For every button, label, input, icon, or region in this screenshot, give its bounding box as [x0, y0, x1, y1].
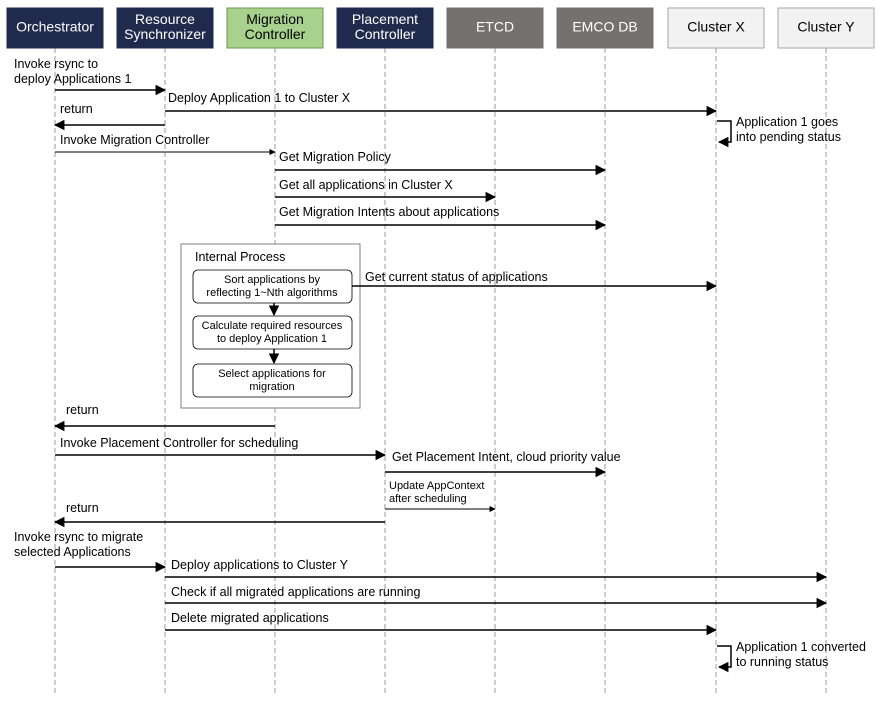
actor-box-emcodb [556, 7, 654, 49]
msg-delete-migrated: Delete migrated applications [165, 611, 718, 636]
internal-step-text: Calculate required resources [202, 320, 343, 332]
internal-step-text: migration [249, 381, 294, 393]
actor-box-rsync [116, 7, 214, 49]
message-label: Check if all migrated applications are r… [171, 585, 420, 599]
internal-process-title: Internal Process [195, 250, 285, 264]
message-label: Get current status of applications [365, 270, 548, 284]
message-label: Update AppContext [389, 480, 484, 492]
message-label: Deploy Application 1 to Cluster X [168, 91, 351, 105]
message-label: Delete migrated applications [171, 611, 329, 625]
message-label: Invoke Placement Controller for scheduli… [60, 436, 298, 450]
msg-invoke-placement: Invoke Placement Controller for scheduli… [55, 436, 387, 461]
message-label: Get Migration Intents about applications [279, 205, 499, 219]
actor-label-placement: Controller [355, 26, 416, 42]
message-label: selected Applications [14, 545, 131, 559]
actor-box-orchestrator [6, 7, 104, 49]
actor-label-migration: Migration [246, 11, 304, 27]
msg-deploy-app1-clusterx: Deploy Application 1 to Cluster X [165, 91, 718, 117]
actor-box-migration [226, 7, 324, 49]
message-label: Get Migration Policy [279, 150, 392, 164]
message-label: return [60, 102, 93, 116]
actor-orchestrator: Orchestrator [6, 7, 104, 49]
actor-label-placement: Placement [352, 11, 418, 27]
actor-etcd: ETCD [446, 7, 544, 49]
internal-step-text: reflecting 1~Nth algorithms [206, 287, 338, 299]
actor-label-rsync: Synchronizer [124, 26, 206, 42]
actor-label-clustery: Cluster Y [797, 19, 855, 35]
message-label: into pending status [736, 130, 841, 144]
actor-box-clusterx [667, 7, 765, 49]
actor-label-rsync: Resource [135, 11, 195, 27]
internal-step-text: Sort applications by [224, 274, 320, 286]
actor-box-etcd [446, 7, 544, 49]
actor-emcodb: EMCO DB [556, 7, 654, 49]
message-label: to running status [736, 655, 828, 669]
msg-return-1: return [53, 102, 165, 131]
self-arrow [717, 120, 732, 148]
message-label: Invoke Migration Controller [60, 133, 209, 147]
internal-step-box [192, 315, 353, 350]
actor-label-clusterx: Cluster X [687, 19, 745, 35]
actor-box-clustery [777, 7, 875, 49]
msg-get-all-apps: Get all applications in Cluster X [275, 178, 497, 203]
msg-return-2: return [53, 403, 275, 432]
internal-step-box [192, 363, 353, 398]
msg-get-migration-intents: Get Migration Intents about applications [275, 205, 607, 231]
msg-return-3: return [53, 501, 385, 528]
actor-label-migration: Controller [245, 26, 306, 42]
message-label: Application 1 converted [736, 640, 866, 654]
message-label: deploy Applications 1 [14, 72, 131, 86]
actor-label-emcodb: EMCO DB [572, 19, 637, 35]
message-label: Invoke rsync to [14, 57, 98, 71]
message-label: Invoke rsync to migrate [14, 530, 143, 544]
msg-deploy-clustery: Deploy applications to Cluster Y [165, 558, 828, 583]
message-label: Deploy applications to Cluster Y [171, 558, 349, 572]
actor-box-placement [336, 7, 434, 49]
actor-label-etcd: ETCD [476, 19, 514, 35]
msg-get-current-status: Get current status of applications [352, 270, 718, 292]
self-arrow [717, 645, 732, 673]
message-label: after scheduling [389, 493, 467, 505]
message-label: return [66, 403, 99, 417]
message-label: return [66, 501, 99, 515]
msg-get-migration-policy: Get Migration Policy [275, 150, 607, 176]
actor-label-orchestrator: Orchestrator [16, 19, 94, 35]
msg-check-running: Check if all migrated applications are r… [165, 585, 828, 609]
actor-clustery: Cluster Y [777, 7, 875, 49]
msg-get-placement-intent: Get Placement Intent, cloud priority val… [385, 450, 621, 478]
message-label: Get Placement Intent, cloud priority val… [392, 450, 621, 464]
internal-step-text: Select applications for [218, 368, 326, 380]
actor-clusterx: Cluster X [667, 7, 765, 49]
message-label: Get all applications in Cluster X [279, 178, 453, 192]
msg-invoke-migration: Invoke Migration Controller [55, 133, 276, 156]
internal-step-text: to deploy Application 1 [217, 333, 327, 345]
message-label: Application 1 goes [736, 115, 838, 129]
